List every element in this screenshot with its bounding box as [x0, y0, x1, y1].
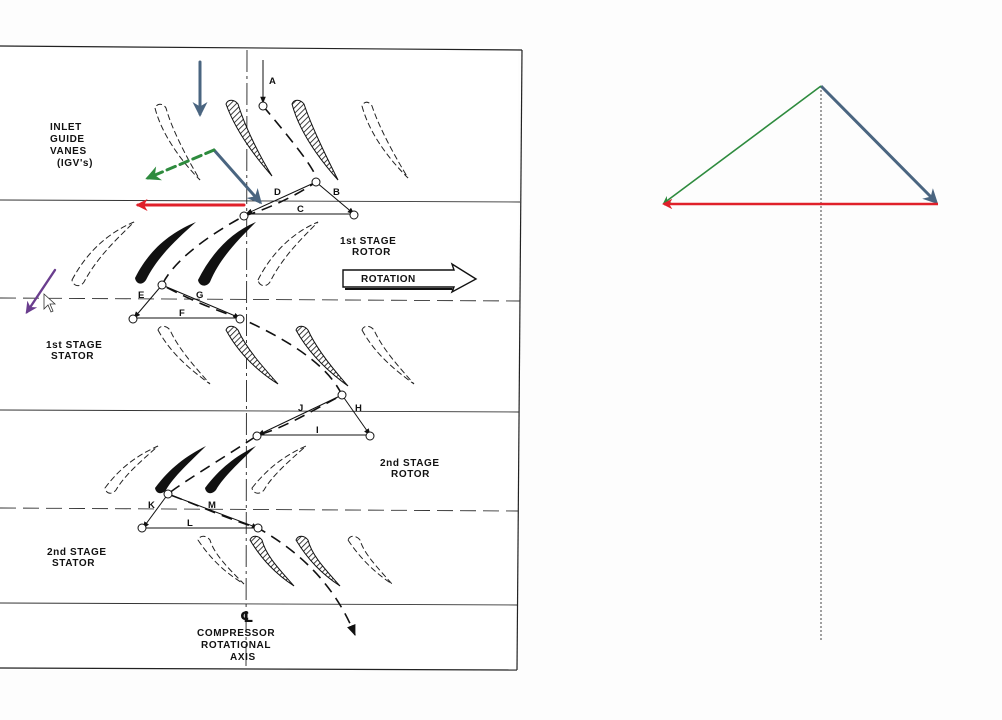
rotor1-blades: [71, 221, 319, 287]
mouse-cursor-icon: [43, 293, 57, 313]
axis-label: COMPRESSOR ROTATIONAL AXIS: [197, 628, 279, 663]
green-dashed-arrow: [145, 148, 216, 181]
point-i: I: [316, 425, 319, 436]
point-b: B: [333, 187, 340, 198]
stator2-label: 2nd STAGE STATOR: [47, 547, 110, 569]
point-a: A: [269, 76, 276, 87]
annotation-arrows: [25, 60, 262, 314]
point-g: G: [196, 290, 203, 301]
airflow-path: [160, 105, 356, 637]
point-m: M: [208, 500, 216, 511]
point-j: J: [298, 403, 303, 414]
point-f: F: [179, 308, 185, 319]
igv-vanes: [154, 99, 409, 181]
green-vector: [662, 85, 822, 204]
purple-arrow: [25, 268, 57, 314]
triangle-nodes: [128, 101, 375, 533]
blue-rotor-arrow: [212, 148, 262, 205]
axis-symbol: ℄: [240, 609, 253, 626]
point-l: L: [187, 518, 193, 529]
rotor1-label: 1st STAGE ROTOR: [340, 236, 400, 258]
compressor-axis-line: [245, 49, 248, 669]
stator1-vanes: [157, 325, 415, 387]
rotation-label: ROTATION: [361, 274, 416, 285]
igv-label: INLET GUIDE VANES (IGV's): [50, 122, 93, 169]
rotor2-blades: [104, 445, 307, 494]
point-c: C: [297, 204, 304, 215]
rotor2-label: 2nd STAGE ROTOR: [380, 458, 443, 480]
point-e: E: [138, 290, 144, 301]
rotation-arrow: ROTATION: [342, 262, 478, 294]
point-h: H: [355, 403, 362, 414]
point-d: D: [274, 187, 281, 198]
stator2-vanes: [197, 535, 393, 587]
velocity-triangles: [133, 60, 371, 529]
blue-vector: [819, 84, 939, 205]
figure-frame: [0, 45, 523, 671]
right-velocity-triangle: [661, 84, 939, 642]
point-k: K: [148, 500, 155, 511]
stator1-label: 1st STAGE STATOR: [46, 340, 106, 362]
point-labels: A B C D E F G H I J K L M: [138, 76, 362, 529]
